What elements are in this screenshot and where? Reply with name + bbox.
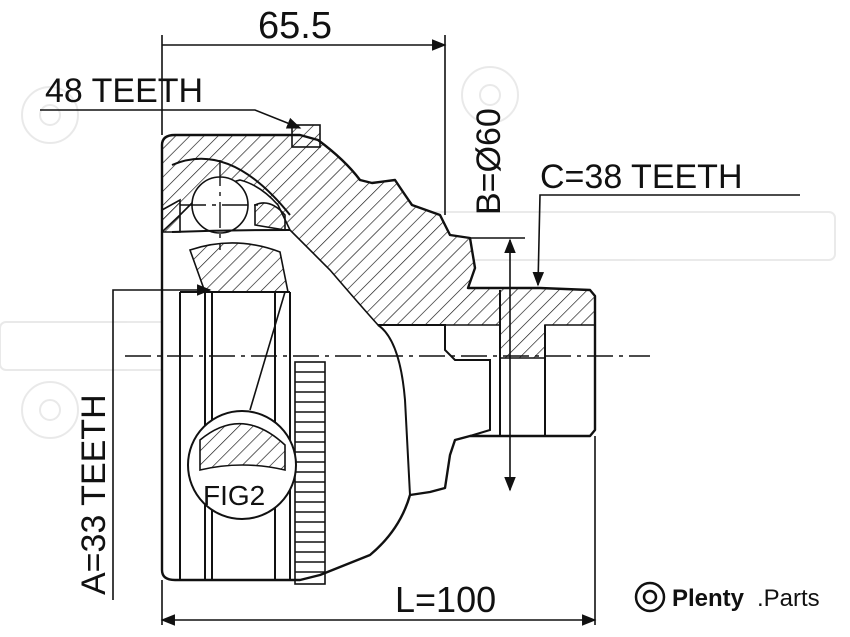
label-48-teeth: 48 TEETH	[45, 72, 203, 110]
outer-spline-teeth	[291, 124, 321, 148]
brand-logo-suffix: .Parts	[757, 585, 820, 612]
centre-lines	[125, 160, 650, 357]
label-a-teeth: A=33 TEETH	[75, 394, 113, 595]
brand-logo-text: Plenty	[672, 585, 745, 612]
fig2-detail	[187, 291, 297, 520]
leader-a-teeth	[112, 284, 212, 600]
label-b-diameter: B=Ø60	[470, 108, 508, 215]
label-fig2: FIG2	[203, 480, 265, 511]
leader-c-teeth	[532, 194, 800, 287]
dim-diameter-b	[470, 237, 525, 492]
brand-logo: Plenty .Parts	[634, 581, 820, 613]
label-65-5: 65.5	[258, 5, 332, 47]
label-c-teeth: C=38 TEETH	[540, 158, 743, 196]
label-length: L=100	[395, 579, 496, 620]
dim-65-5	[161, 35, 447, 215]
leader-48-teeth	[40, 109, 302, 129]
dim-length	[160, 436, 597, 626]
